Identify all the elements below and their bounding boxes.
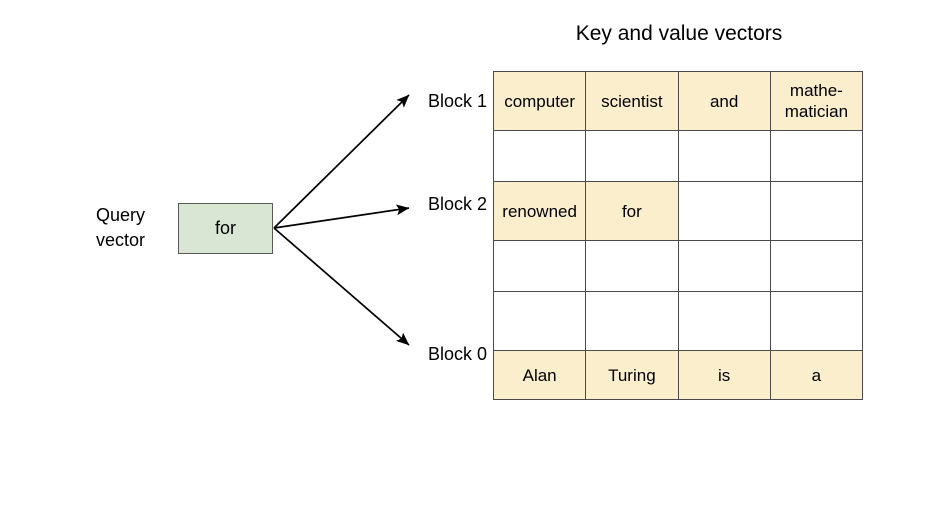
grid-cell[interactable] xyxy=(769,181,864,241)
grid-cell[interactable]: a xyxy=(769,350,864,400)
grid-cell[interactable] xyxy=(769,130,864,182)
arrow-to-block2 xyxy=(273,204,410,229)
grid-cell[interactable] xyxy=(585,291,679,351)
query-vector-label-line2: vector xyxy=(96,230,146,250)
grid-cell[interactable] xyxy=(492,240,587,292)
grid-cell[interactable]: is xyxy=(677,350,771,400)
block-label-block2: Block 2 xyxy=(427,194,487,214)
grid-cell[interactable]: Turing xyxy=(585,350,679,400)
query-vector-label-line1: Query xyxy=(96,205,146,225)
block-label-block0: Block 0 xyxy=(427,344,487,364)
grid-row xyxy=(492,130,864,182)
grid-cell[interactable] xyxy=(677,240,771,292)
grid-cell[interactable]: mathe-matician xyxy=(769,71,864,131)
grid-cell[interactable] xyxy=(585,130,679,182)
grid-cell[interactable] xyxy=(492,291,587,351)
query-vector-label: Query vector xyxy=(96,203,172,253)
grid-row xyxy=(492,291,864,351)
query-vector-box[interactable]: for xyxy=(178,203,273,254)
grid-cell[interactable] xyxy=(769,291,864,351)
grid-cell[interactable]: renowned xyxy=(492,181,587,241)
grid-cell[interactable] xyxy=(492,130,587,182)
page-title: Key and value vectors xyxy=(575,22,783,45)
grid-cell[interactable] xyxy=(585,240,679,292)
grid-cell[interactable]: Alan xyxy=(492,350,587,400)
grid-cell[interactable] xyxy=(677,181,771,241)
grid-cell[interactable]: computer xyxy=(492,71,587,131)
grid-cell[interactable]: for xyxy=(585,181,679,241)
grid-cell[interactable] xyxy=(677,291,771,351)
block-label-block1: Block 1 xyxy=(427,91,487,111)
query-vector-value: for xyxy=(214,218,236,238)
arrow-to-block1 xyxy=(273,94,410,229)
arrow-to-block0 xyxy=(273,227,410,346)
grid-cell[interactable]: scientist xyxy=(585,71,679,131)
grid-row xyxy=(492,240,864,292)
grid-cell[interactable] xyxy=(769,240,864,292)
grid-cell[interactable]: and xyxy=(677,71,771,131)
grid-cell[interactable] xyxy=(677,130,771,182)
